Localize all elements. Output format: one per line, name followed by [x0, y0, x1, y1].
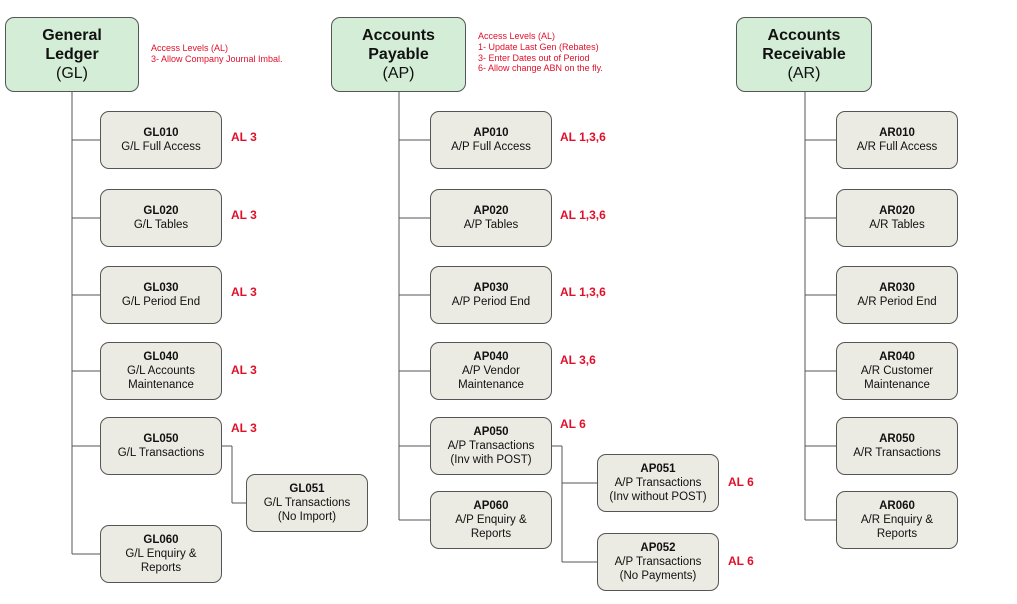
- function-description: A/P Period End: [451, 296, 531, 308]
- function-code: AP051: [640, 463, 676, 475]
- access-level-label: AL 3: [231, 363, 257, 377]
- function-description: G/L Period End: [121, 296, 201, 308]
- function-code: AR060: [879, 500, 915, 512]
- function-description: A/P Transactions (Inv with POST): [447, 440, 535, 466]
- function-description: A/R Tables: [869, 219, 925, 231]
- access-level-label: AL 6: [728, 554, 754, 568]
- function-code: AP052: [640, 542, 676, 554]
- module-name: General Ledger: [42, 27, 102, 63]
- module-abbreviation: (GL): [56, 65, 88, 82]
- function-description: A/P Transactions (Inv without POST): [609, 477, 707, 503]
- function-description: G/L Tables: [133, 219, 189, 231]
- access-level-label: AL 3,6: [560, 353, 596, 367]
- function-description: A/R Transactions: [853, 447, 941, 459]
- access-level-label: AL 3: [231, 285, 257, 299]
- function-description: G/L Transactions (No Import): [263, 497, 351, 523]
- function-code: AR020: [879, 205, 915, 217]
- module-abbreviation: (AR): [787, 65, 821, 82]
- function-description: A/R Period End: [857, 296, 937, 308]
- function-description: A/P Transactions (No Payments): [614, 556, 702, 582]
- access-level-label: AL 1,3,6: [560, 285, 606, 299]
- function-code: AP010: [473, 127, 509, 139]
- function-code: GL051: [289, 483, 325, 495]
- function-description: A/P Tables: [463, 219, 519, 231]
- function-code: GL030: [143, 282, 179, 294]
- access-level-label: AL 1,3,6: [560, 130, 606, 144]
- function-description: G/L Full Access: [121, 141, 201, 153]
- function-code: AP030: [473, 282, 509, 294]
- function-description: A/P Enquiry & Reports: [455, 514, 527, 540]
- access-level-label: AL 3: [231, 130, 257, 144]
- function-code: GL060: [143, 534, 179, 546]
- function-code: AP050: [473, 426, 509, 438]
- function-code: AR010: [879, 127, 915, 139]
- function-description: A/R Customer Maintenance: [860, 365, 934, 391]
- function-code: AP040: [473, 351, 509, 363]
- access-level-note-line: Access Levels (AL): [478, 31, 556, 41]
- function-description: G/L Enquiry & Reports: [125, 548, 197, 574]
- access-level-label: AL 3: [231, 421, 257, 435]
- access-level-note-line: 6- Allow change ABN on the fly.: [478, 63, 603, 74]
- function-description: G/L Accounts Maintenance: [127, 365, 195, 391]
- access-level-note-line: 3- Allow Company Journal Imbal.: [151, 53, 283, 64]
- function-description: A/P Full Access: [451, 141, 531, 153]
- function-code: AP060: [473, 500, 509, 512]
- function-code: AP020: [473, 205, 509, 217]
- access-level-label: AL 3: [231, 208, 257, 222]
- function-code: GL020: [143, 205, 179, 217]
- function-code: AR050: [879, 433, 915, 445]
- access-level-notes-gl: Access Levels (AL)3- Allow Company Journ…: [151, 43, 283, 65]
- module-name: Accounts Payable: [362, 27, 435, 63]
- access-level-note-line: 1- Update Last Gen (Rebates): [478, 41, 599, 52]
- module-name: Accounts Receivable: [762, 27, 846, 63]
- access-level-label: AL 6: [560, 417, 586, 431]
- access-level-note-line: Access Levels (AL): [151, 43, 229, 53]
- function-code: GL010: [143, 127, 179, 139]
- access-level-notes-ap: Access Levels (AL)1- Update Last Gen (Re…: [478, 31, 603, 74]
- function-description: A/R Full Access: [856, 141, 938, 153]
- function-code: GL050: [143, 433, 179, 445]
- access-level-label: AL 6: [728, 475, 754, 489]
- access-level-label: AL 1,3,6: [560, 208, 606, 222]
- module-header-ar[interactable]: Accounts Receivable (AR): [736, 17, 872, 92]
- module-abbreviation: (AP): [382, 65, 415, 82]
- module-header-ap[interactable]: Accounts Payable (AP): [331, 17, 466, 92]
- function-code: AR030: [879, 282, 915, 294]
- function-description: A/R Enquiry & Reports: [860, 514, 934, 540]
- function-description: A/P Vendor Maintenance: [458, 365, 524, 391]
- function-code: AR040: [879, 351, 915, 363]
- function-description: G/L Transactions: [117, 447, 205, 459]
- module-header-gl[interactable]: General Ledger (GL): [5, 17, 139, 92]
- access-level-note-line: 3- Enter Dates out of Period: [478, 52, 590, 63]
- function-code: GL040: [143, 351, 179, 363]
